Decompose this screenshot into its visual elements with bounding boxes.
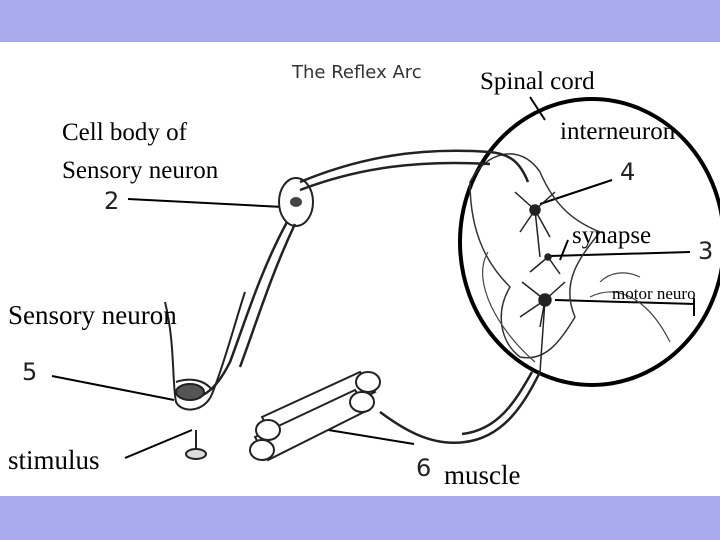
diagram-title: The Reflex Arc — [292, 62, 422, 83]
muscle-bundle — [249, 370, 381, 462]
interneuron-cell — [514, 191, 556, 258]
number-3: 3 — [698, 237, 714, 265]
diagram-canvas: The Reflex Arc Spinal cord Cell body of … — [0, 42, 720, 496]
label-stimulus: stimulus — [8, 445, 100, 475]
label-sensory-neuron: Sensory neuron — [8, 300, 177, 330]
reflex-arc-drawing — [51, 96, 720, 462]
grey-matter — [469, 153, 602, 359]
label-spinal-cord: Spinal cord — [480, 68, 595, 95]
label-synapse: synapse — [572, 222, 652, 249]
number-2: 2 — [104, 187, 120, 215]
finger-pointer — [51, 375, 175, 401]
synapse-pointer — [549, 251, 691, 257]
label-cell-body-line2: Sensory neuron — [62, 157, 219, 184]
label-interneuron: interneuron — [560, 118, 676, 145]
spinal-cord-outline — [458, 97, 720, 387]
motor-neuron-pointer — [554, 299, 696, 305]
finger — [164, 291, 246, 411]
number-4: 4 — [620, 158, 636, 186]
sensory-fiber-lower — [179, 221, 297, 400]
motor-neuron-cell — [519, 281, 566, 373]
tack — [185, 430, 207, 460]
number-5: 5 — [22, 358, 38, 386]
label-cell-body-line1: Cell body of — [62, 119, 187, 146]
cell-body-pointer — [127, 198, 284, 208]
sensory-fiber-upper — [299, 149, 530, 192]
spinal-cord-pointer — [529, 96, 546, 121]
number-6: 6 — [416, 454, 432, 482]
motor-fiber — [379, 371, 542, 445]
label-motor-neuron: motor neuro — [612, 284, 696, 303]
stimulus-pointer — [124, 429, 193, 459]
label-muscle: muscle — [444, 460, 521, 490]
synapse-cell — [529, 253, 561, 275]
interneuron-pointer — [539, 179, 613, 205]
